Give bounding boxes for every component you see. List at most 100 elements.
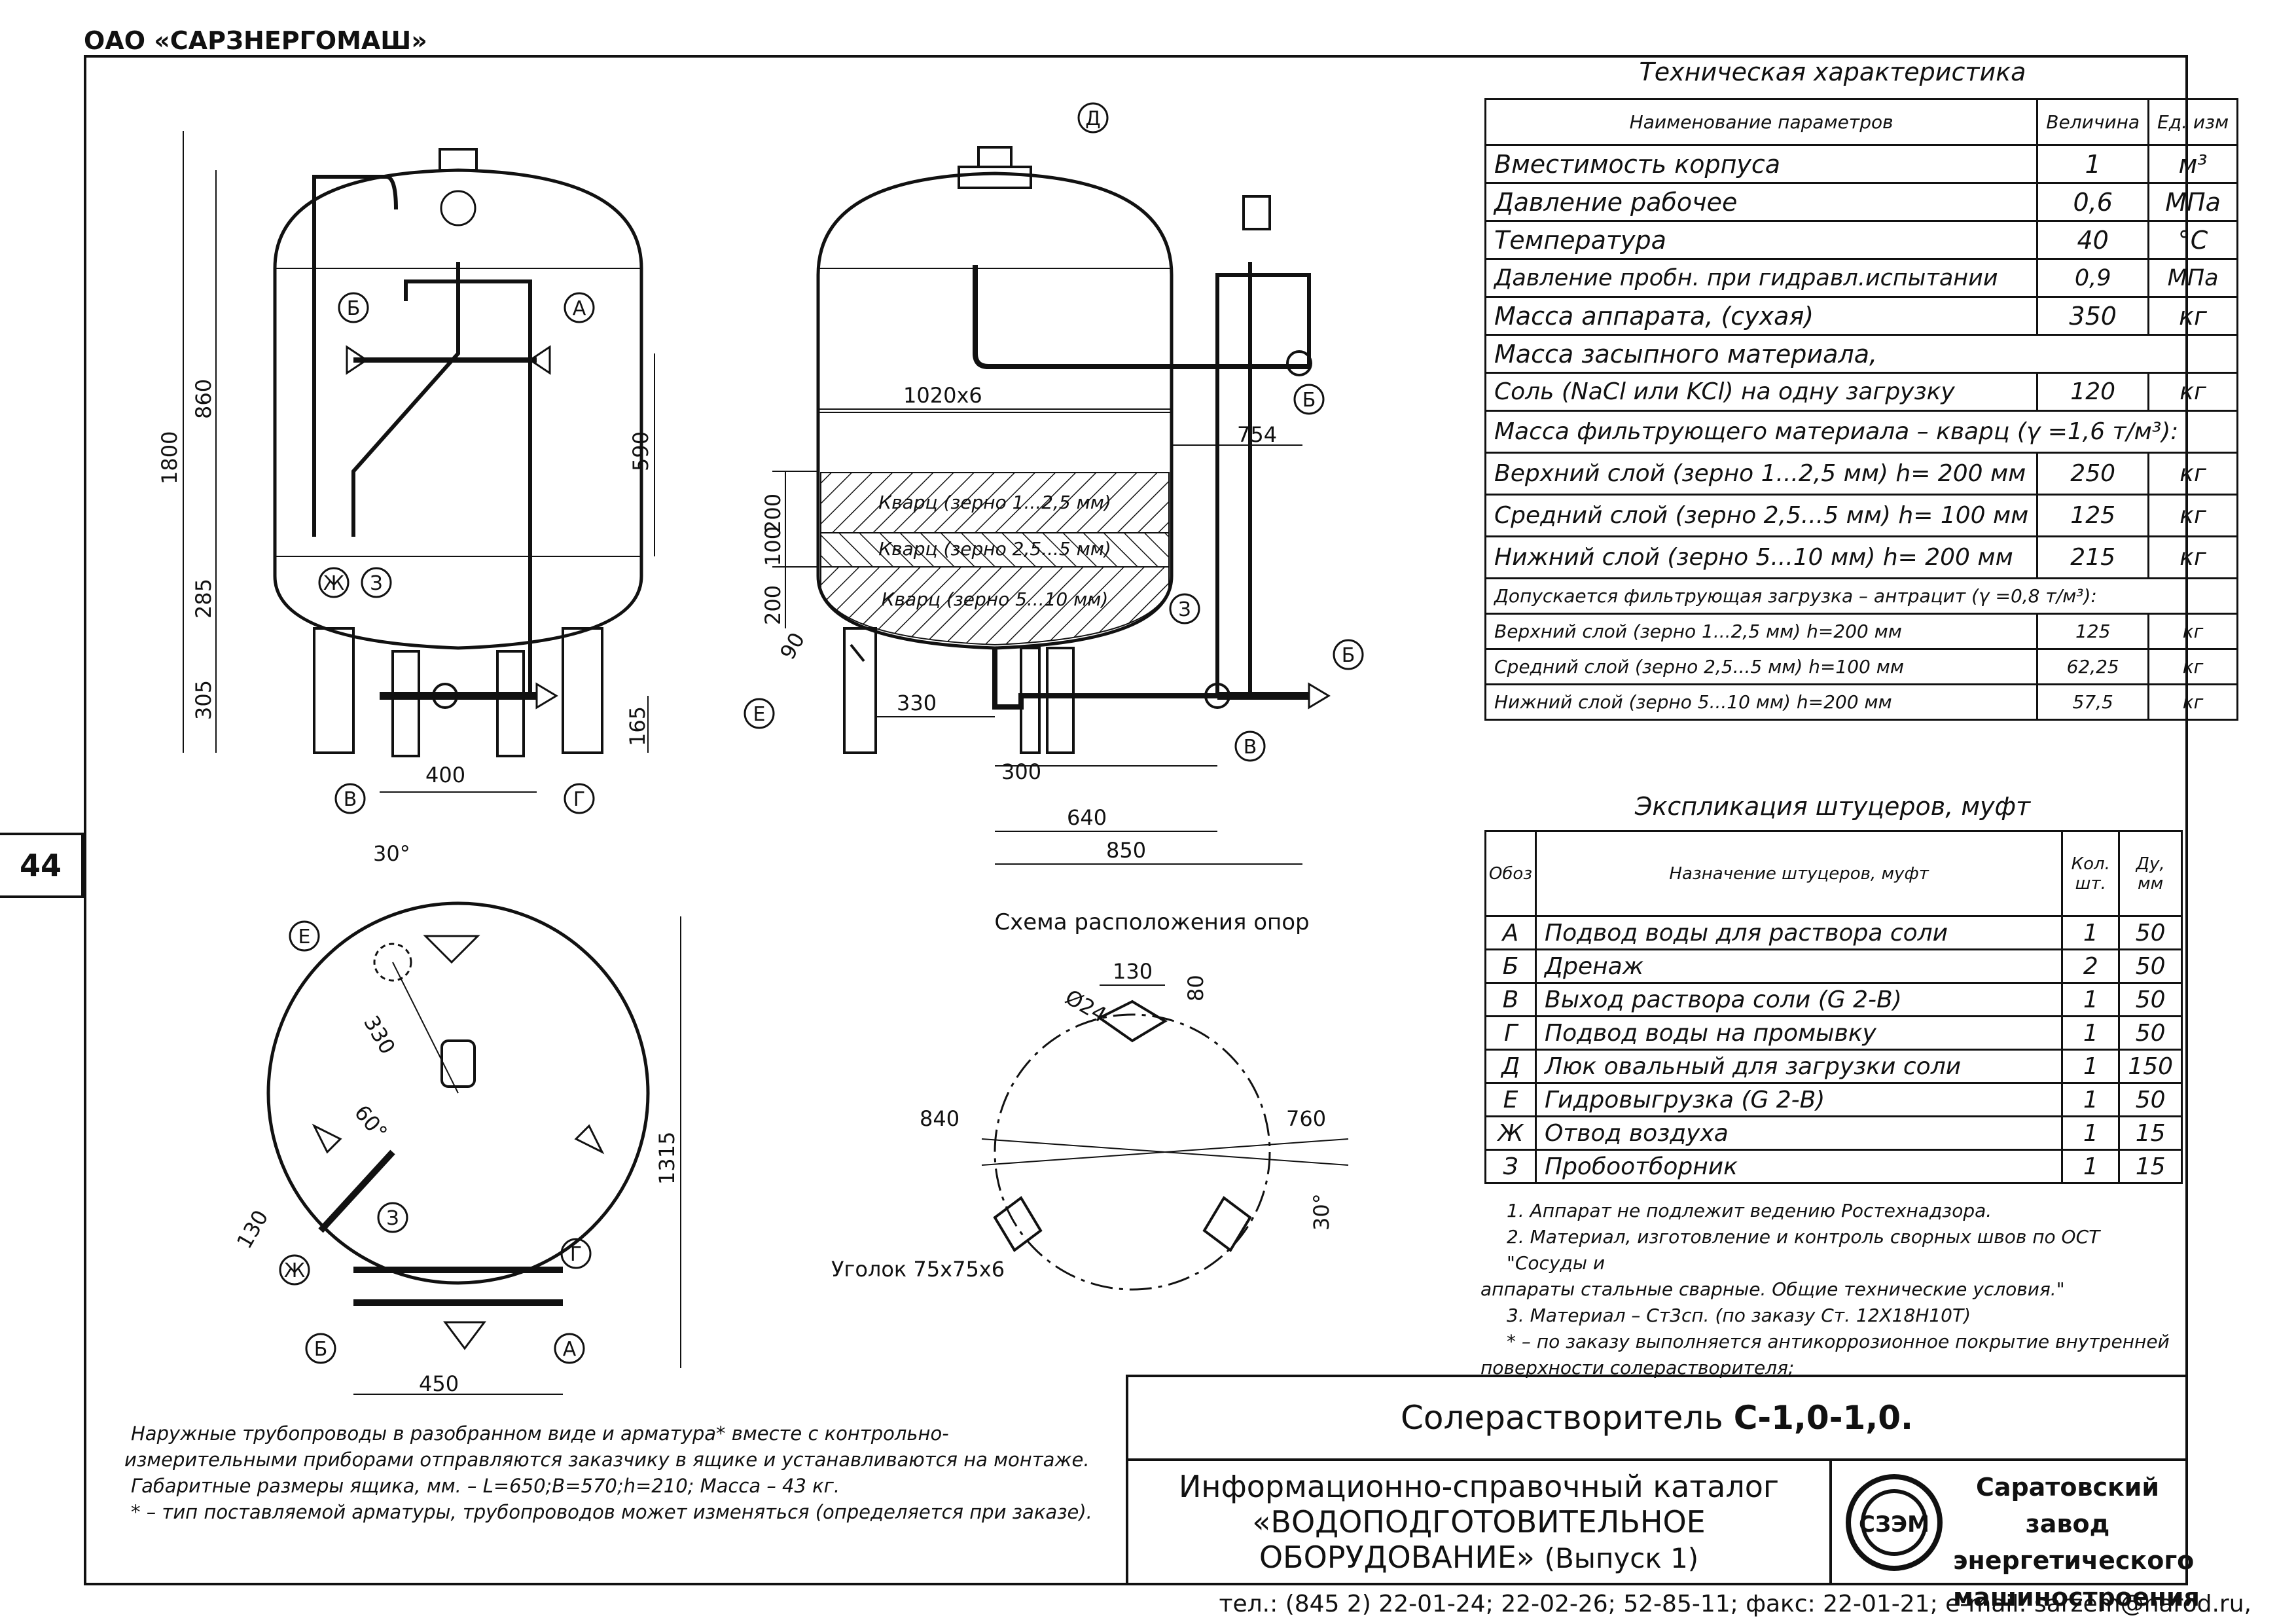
dim-165: 165 [625,706,650,746]
quartz-label-bottom: Кварц (зерно 5...10 мм) [882,588,1109,610]
callout-g2: Г [570,1243,582,1266]
tech-spec-header-unit: Ед. изм [2147,98,2239,146]
dim-30deg: 30° [373,841,410,866]
callout-b3: Б [1342,644,1355,667]
dim-590: 590 [628,431,653,471]
callout-d: Д [1085,107,1100,130]
note-line: аппараты стальные сварные. Общие техниче… [1480,1278,2065,1300]
note-line: Наружные трубопроводы в разобранном виде… [131,1422,949,1445]
support-dim-30deg: 30° [1309,1193,1334,1231]
callout-zh2: Ж [284,1259,305,1282]
note-line: 3. Материал – Ст3сп. (по заказу Ст. 12Х1… [1507,1305,1971,1326]
support-dim-760: 760 [1286,1106,1326,1131]
callout-a2: А [563,1338,577,1361]
support-dim-130: 130 [1113,959,1153,984]
callout-b: Б [347,297,361,320]
table-row: Верхний слой (зерно 1...2,5 мм) h=200 мм… [1484,613,2239,650]
support-dim-80: 80 [1183,975,1208,1001]
dim-285: 285 [191,579,216,619]
note-line: * – по заказу выполняется антикоррозионн… [1507,1331,2170,1352]
table-row: Средний слой (зерно 2,5...5 мм) h=100 мм… [1484,648,2239,685]
callout-b2: Б [1302,389,1316,412]
title-block: Солерастворитель С-1,0-1,0. Информационн… [1126,1375,2200,1612]
product-title: Солерастворитель С-1,0-1,0. [1128,1377,2185,1461]
top-view [266,901,681,1395]
angle-label: Уголок 75х75х6 [831,1257,1005,1282]
contact-line: тел.: (845 2) 22-01-24; 22-02-26; 52-85-… [1219,1591,2251,1617]
dim-450: 450 [419,1371,459,1396]
dim-640: 640 [1067,805,1107,830]
note-line: 1. Аппарат не подлежит ведению Ростехнад… [1507,1200,1992,1221]
fittings-title: Экспликация штуцеров, муфт [1634,792,2031,821]
fittings-table: Обоз Назначение штуцеров, муфт Кол. шт. … [1484,830,2183,1184]
section-view [772,146,1331,865]
maker-name: Саратовский завод энергетического машино… [1953,1473,2200,1612]
dim-330b: 330 [359,1011,400,1058]
callout-z: З [370,572,382,595]
table-row: Верхний слой (зерно 1...2,5 мм) h= 200 м… [1484,452,2239,496]
dim-300: 300 [1001,759,1041,784]
quartz-label-middle: Кварц (зерно 2,5...5 мм) [878,538,1111,560]
callout-z2: З [1178,598,1191,621]
table-row: Средний слой (зерно 2,5...5 мм) h= 100 м… [1484,494,2239,537]
salt-heading: Масса засыпного материала, [1484,334,2239,374]
page-number: 44 [0,833,84,898]
callout-a: А [573,297,586,320]
company-header: ОАО «САРЗНЕРГОМАШ» [84,26,427,55]
logo-lettering: СЗЭМ [1859,1511,1929,1538]
callout-g: Г [573,788,585,811]
dim-200a: 200 [761,494,785,533]
quartz-label-top: Кварц (зерно 1...2,5 мм) [878,492,1111,513]
dim-754: 754 [1237,422,1277,447]
dim-400: 400 [425,763,465,787]
note-line: измерительными приборами отправляются за… [124,1449,1090,1471]
callout-e: Е [753,703,766,726]
support-layout-view [981,984,1349,1291]
dim-90: 90 [775,628,810,664]
dim-1800: 1800 [157,431,182,484]
notes-block: 1. Аппарат не подлежит ведению Ростехнад… [1480,1198,2181,1381]
tech-spec-header-value: Величина [2036,98,2150,146]
dim-1020: 1020х6 [903,383,982,408]
callout-b4: Б [314,1338,328,1361]
dim-60deg: 60° [350,1100,393,1145]
dim-200b: 200 [761,585,785,625]
note-line: Габаритные размеры ящика, мм. – L=650;B=… [131,1475,840,1497]
fittings-header-code: Обоз [1484,830,1537,917]
fittings-header-qty: Кол. шт. [2061,830,2121,917]
callout-v2: В [1244,736,1257,759]
dim-1315: 1315 [655,1132,679,1185]
tech-spec-header-name: Наименование параметров [1484,98,2039,146]
quartz-heading: Масса фильтрующего материала – кварц (γ … [1484,410,2239,454]
bottom-notes-block: Наружные трубопроводы в разобранном виде… [124,1420,1119,1525]
dim-305: 305 [191,680,216,720]
callout-zh: Ж [323,572,344,595]
callout-z3: З [386,1207,399,1230]
supports-title: Схема расположения опор [994,909,1309,935]
dim-860: 860 [191,379,216,419]
note-line: 2. Материал, изготовление и контроль сво… [1507,1226,2100,1274]
dim-850: 850 [1106,838,1146,863]
tech-spec-table: Наименование параметров Величина Ед. изм… [1484,98,2239,721]
fittings-header-purpose: Назначение штуцеров, муфт [1534,830,2064,917]
anthracite-heading: Допускается фильтрующая загрузка – антра… [1484,577,2239,615]
dim-100: 100 [761,526,785,566]
callout-e2: Е [298,926,311,948]
